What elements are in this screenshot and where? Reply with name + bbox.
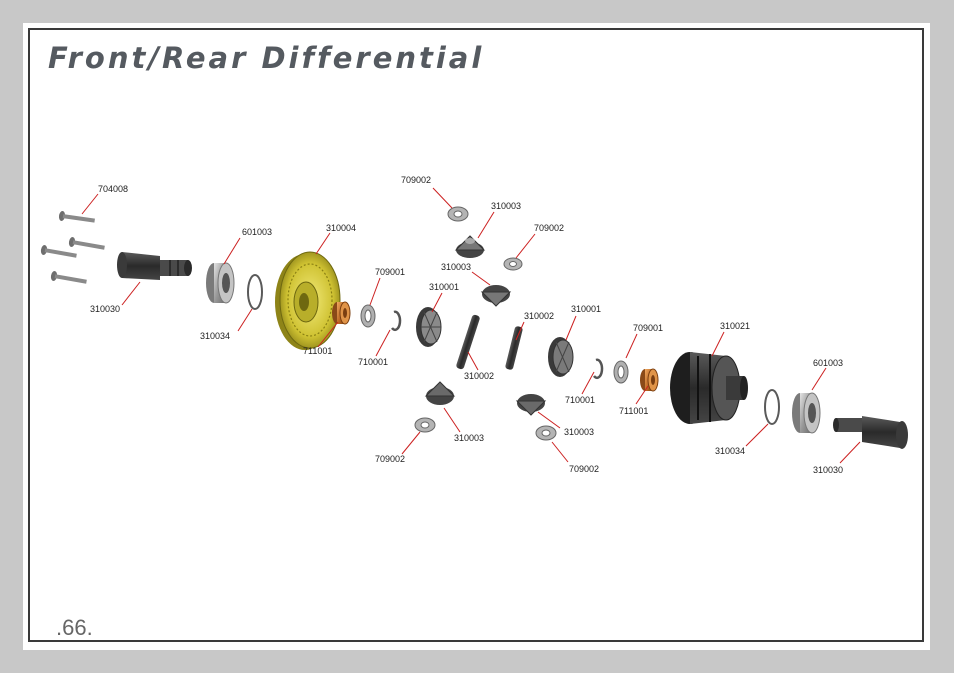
outdrive-part-left xyxy=(117,252,192,280)
eclip-part-right xyxy=(592,358,604,380)
outdrive-part-right xyxy=(833,416,908,449)
oring-part-right xyxy=(764,389,780,425)
part-label-310001-left: 310001 xyxy=(429,282,459,292)
oring-part-left xyxy=(247,274,263,310)
spider-gear-part-left xyxy=(416,307,442,347)
pin-part-left xyxy=(456,314,480,370)
part-label-711001-left: 711001 xyxy=(303,346,332,356)
part-label-711001-right: 711001 xyxy=(619,406,648,416)
part-label-310001-right: 310001 xyxy=(571,304,601,314)
part-label-710001-right: 710001 xyxy=(565,395,595,405)
washer-part-left xyxy=(360,304,376,328)
part-label-310034-right: 310034 xyxy=(715,446,745,456)
part-label-310003-bottomleft: 310003 xyxy=(454,433,484,443)
washer-part-top xyxy=(447,206,469,222)
part-label-709002-top: 709002 xyxy=(401,175,431,185)
part-label-310021: 310021 xyxy=(720,321,750,331)
part-label-710001-left: 710001 xyxy=(358,357,388,367)
part-label-601003-right: 601003 xyxy=(813,358,843,368)
part-label-709001-right: 709001 xyxy=(633,323,663,333)
part-label-310030-right: 310030 xyxy=(813,465,843,475)
bevel-gear-part-mid xyxy=(480,285,512,307)
bevel-gear-part-bottomright xyxy=(515,394,547,416)
page-title: Front/Rear Differential xyxy=(48,41,485,75)
bearing-part-left xyxy=(206,262,235,304)
diff-case-part-310021 xyxy=(670,352,748,424)
bearing-part-right xyxy=(792,392,821,434)
part-label-709001-left: 709001 xyxy=(375,267,405,277)
part-label-704008: 704008 xyxy=(98,184,128,194)
washer-part-right xyxy=(613,360,629,384)
part-label-601003-left: 601003 xyxy=(242,227,272,237)
part-label-310002-center: 310002 xyxy=(464,371,494,381)
bevel-gear-part-top xyxy=(454,235,486,258)
part-labels: 704008 310030 601003 310034 310004 71100… xyxy=(90,175,843,475)
bevel-gear-part-bottomleft xyxy=(424,381,456,405)
washer-part-topright xyxy=(503,257,523,271)
part-label-310004: 310004 xyxy=(326,223,356,233)
part-label-310003-bottomright: 310003 xyxy=(564,427,594,437)
spider-gear-part-right xyxy=(548,337,574,377)
eclip-part-left xyxy=(390,310,402,332)
part-label-310034-left: 310034 xyxy=(200,331,230,341)
part-label-310002-right: 310002 xyxy=(524,311,554,321)
page-frame xyxy=(28,28,924,642)
part-label-310003-mid: 310003 xyxy=(441,262,471,272)
part-label-709002-topright: 709002 xyxy=(534,223,564,233)
ring-gear-part-310004 xyxy=(275,251,341,350)
manual-page: Front/Rear Differential .66. xyxy=(23,23,930,650)
bushing-part-left xyxy=(332,301,351,325)
part-label-709002-bottomright: 709002 xyxy=(569,464,599,474)
part-label-310030-left: 310030 xyxy=(90,304,120,314)
part-label-310003-top: 310003 xyxy=(491,201,521,211)
washer-part-bottomleft xyxy=(414,417,436,433)
washer-part-bottomright xyxy=(535,425,557,441)
part-label-709002-bottomleft: 709002 xyxy=(375,454,405,464)
screw-part-704008 xyxy=(40,211,105,284)
leader-lines xyxy=(81,187,861,464)
pin-part-right xyxy=(505,326,523,370)
bushing-part-right xyxy=(640,368,659,392)
page-number: .66. xyxy=(56,615,93,640)
